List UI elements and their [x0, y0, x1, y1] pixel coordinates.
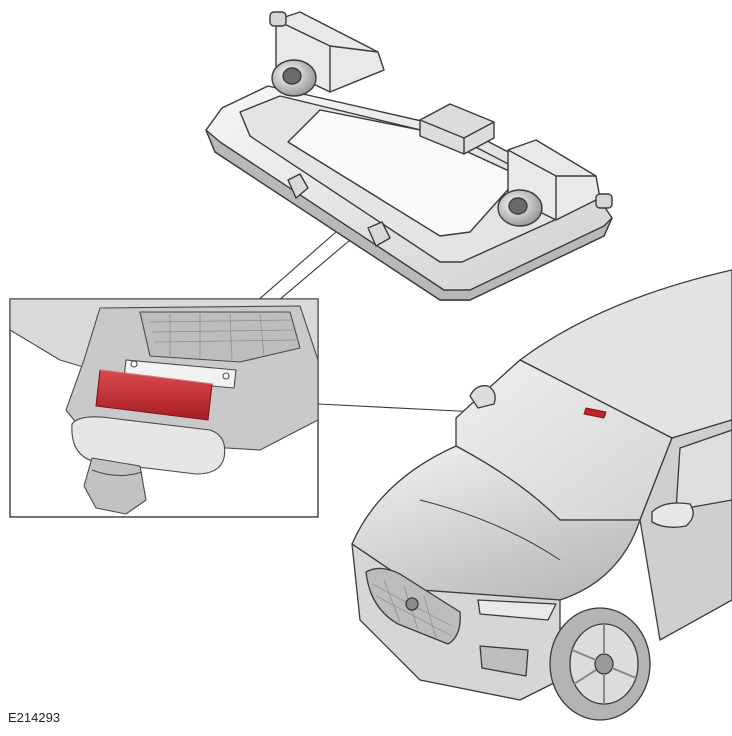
figure-id: E214293 — [8, 710, 60, 725]
module-connector — [419, 103, 495, 155]
lower-intake — [479, 645, 529, 677]
console-grille — [139, 311, 301, 363]
mirror — [71, 416, 226, 475]
headlamp — [477, 599, 557, 621]
front-wheel — [549, 607, 651, 721]
front-clip-right — [367, 221, 391, 247]
detail-view — [9, 298, 319, 518]
module-base-edge — [205, 129, 613, 301]
front-clip-left — [287, 173, 309, 199]
windscreen-sensor-marker — [583, 407, 607, 419]
side-window — [675, 429, 732, 511]
door-mirror — [651, 502, 694, 528]
sensor-module — [205, 11, 613, 301]
badge — [405, 597, 419, 611]
bonnet — [351, 445, 641, 601]
vehicle — [351, 269, 732, 721]
left-door-mirror — [469, 385, 496, 409]
mount-strip — [123, 359, 237, 389]
